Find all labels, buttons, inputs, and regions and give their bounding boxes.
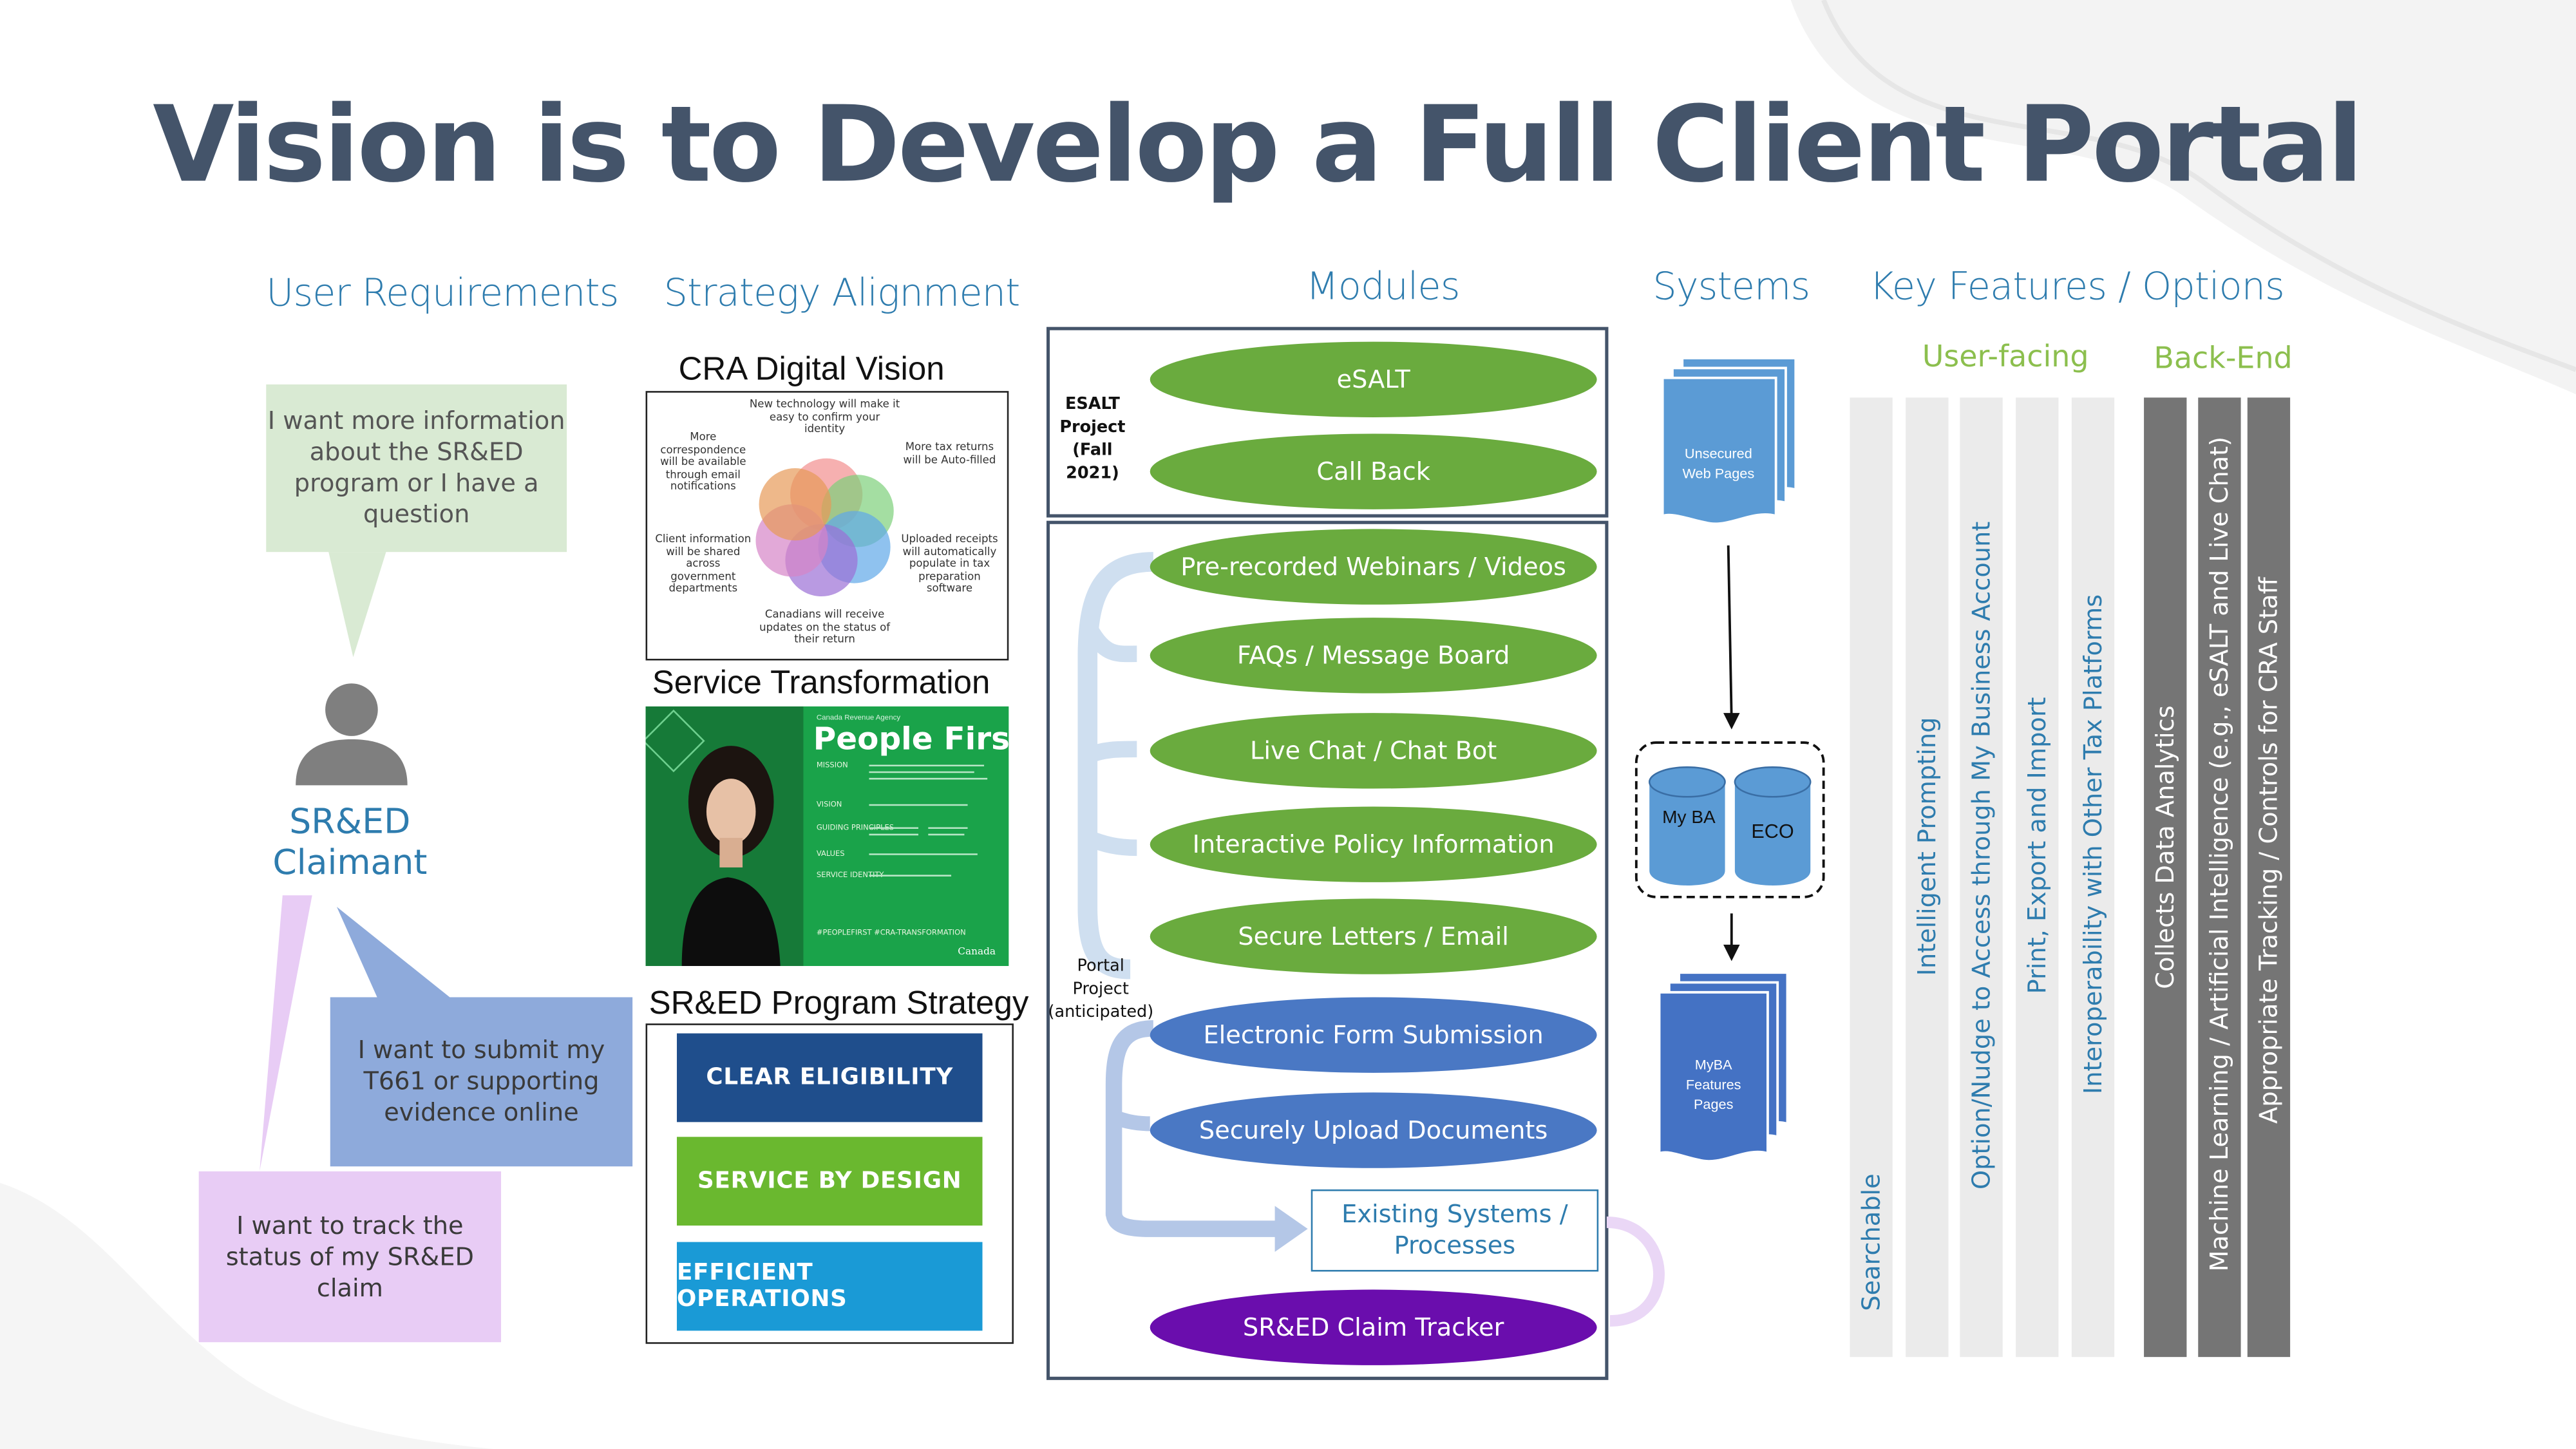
pf-agency: Canada Revenue Agency <box>816 713 901 721</box>
module-live-chat: Live Chat / Chat Bot <box>1150 713 1597 789</box>
people-first-portrait <box>645 706 804 966</box>
portal-project-label: Portal Project (anticipated) <box>1048 958 1154 1022</box>
heading-key-features: Key Features / Options <box>1870 266 2285 309</box>
claimant-line2: Claimant <box>272 842 428 882</box>
feature-print-export: Print, Export and Import <box>2022 697 2052 994</box>
heading-modules: Modules <box>1306 266 1460 309</box>
esalt-project-box <box>1046 327 1609 518</box>
feature-bar-print-export: Print, Export and Import <box>2016 397 2059 1358</box>
feature-bar-machine-learning: Machine Learning / Artificial Intelligen… <box>2198 397 2241 1358</box>
pf-text-lines <box>869 764 988 876</box>
heading-strategy-alignment: Strategy Alignment <box>663 272 1021 316</box>
module-secure-letters: Secure Letters / Email <box>1150 898 1597 974</box>
pf-canada: Canada <box>958 946 996 958</box>
claimant-line1: SR&ED <box>289 801 411 842</box>
feature-intelligent-prompting: Intelligent Prompting <box>1912 717 1942 976</box>
speech-bubble-tails <box>260 552 452 1171</box>
pf-row: VISION <box>816 801 842 810</box>
pf-title: People First <box>813 721 1009 758</box>
systems-diagram <box>1634 357 1825 1163</box>
feature-tracking-controls: Appropriate Tracking / Controls for CRA … <box>2254 577 2284 1124</box>
bubble-more-information: I want more information about the SR&ED … <box>266 384 567 553</box>
person-icon <box>296 683 408 786</box>
module-secure-upload: Securely Upload Documents <box>1150 1092 1597 1168</box>
label-cra-digital-vision: CRA Digital Vision <box>678 351 945 388</box>
module-interactive-policy: Interactive Policy Information <box>1150 806 1597 882</box>
feature-bar-nudge-mba: Option/Nudge to Access through My Busine… <box>1960 397 2003 1358</box>
module-existing-systems: Existing Systems / Processes <box>1311 1189 1599 1272</box>
clear-eligibility-block: CLEAR ELIGIBILITY <box>677 1033 983 1122</box>
myba-features-label: MyBA Features Pages <box>1685 1056 1741 1113</box>
pf-row: MISSION <box>816 762 848 771</box>
feature-data-analytics: Collects Data Analytics <box>2150 705 2181 989</box>
bubble-submit-online: I want to submit my T661 or supporting e… <box>330 997 633 1167</box>
pf-row: VALUES <box>816 851 845 860</box>
module-webinars-videos: Pre-recorded Webinars / Videos <box>1150 529 1597 605</box>
pf-row: SERVICE IDENTITY <box>816 872 884 881</box>
dv-bottom: Canadians will receive updates on the st… <box>759 607 891 646</box>
bubble-track-status: I want to track the status of my SR&ED c… <box>198 1171 502 1343</box>
dv-center-top: New technology will make it easy to conf… <box>749 397 900 436</box>
subhead-back-end: Back-End <box>2154 341 2293 377</box>
module-claim-tracker: SR&ED Claim Tracker <box>1150 1289 1597 1365</box>
efficient-operations-block: EFFICIENT OPERATIONS <box>677 1242 983 1331</box>
feature-nudge-mba: Option/Nudge to Access through My Busine… <box>1966 521 1996 1189</box>
module-electronic-form-submission: Electronic Form Submission <box>1150 997 1597 1073</box>
feature-interoperability: Interoperability with Other Tax Platform… <box>2078 594 2108 1094</box>
label-sred-program-strategy: SR&ED Program Strategy <box>649 985 1029 1022</box>
feature-bar-searchable: Searchable <box>1850 397 1893 1358</box>
module-faqs-message-board: FAQs / Message Board <box>1150 618 1597 694</box>
pf-footer: #PEOPLEFIRST #CRA-TRANSFORMATION <box>816 929 966 938</box>
heading-user-requirements: User Requirements <box>266 272 619 316</box>
db-myba-label: My BA <box>1662 808 1716 828</box>
dv-left-top: More correspondence will be available th… <box>660 430 746 493</box>
dv-right-top: More tax returns will be Auto-filled <box>903 440 996 466</box>
heading-systems: Systems <box>1653 266 1810 309</box>
module-connectors <box>1077 552 1665 1327</box>
module-esalt: eSALT <box>1150 341 1597 417</box>
feature-bar-interoperability: Interoperability with Other Tax Platform… <box>2071 397 2115 1358</box>
digital-vision-circles <box>755 458 894 597</box>
unsecured-web-pages-label: Unsecured Web Pages <box>1682 445 1755 482</box>
db-eco-label: ECO <box>1751 819 1794 843</box>
feature-bar-data-analytics: Collects Data Analytics <box>2144 397 2187 1358</box>
people-first-image: Canada Revenue Agency People First MISSI… <box>645 706 1009 966</box>
feature-bar-intelligent-prompting: Intelligent Prompting <box>1906 397 1949 1358</box>
page-title: Vision is to Develop a Full Client Porta… <box>153 85 2363 207</box>
subhead-user-facing: User-facing <box>1922 340 2089 375</box>
module-call-back: Call Back <box>1150 433 1597 509</box>
service-by-design-block: SERVICE BY DESIGN <box>677 1137 983 1226</box>
esalt-project-label: ESALT Project (Fall 2021) <box>1059 395 1126 483</box>
cra-digital-vision-image: New technology will make it easy to conf… <box>645 391 1009 661</box>
claimant-label: SR&ED Claimant <box>247 802 453 884</box>
portal-project-box <box>1046 520 1609 1380</box>
feature-searchable: Searchable <box>1856 1173 1886 1311</box>
dv-left-bottom: Client information will be shared across… <box>655 532 752 595</box>
label-service-transformation: Service Transformation <box>652 665 990 702</box>
dv-right-bottom: Uploaded receipts will automatically pop… <box>901 532 998 595</box>
feature-machine-learning: Machine Learning / Artificial Intelligen… <box>2204 436 2235 1272</box>
feature-bar-tracking-controls: Appropriate Tracking / Controls for CRA … <box>2247 397 2291 1358</box>
pf-row: GUIDING PRINCIPLES <box>816 824 895 833</box>
